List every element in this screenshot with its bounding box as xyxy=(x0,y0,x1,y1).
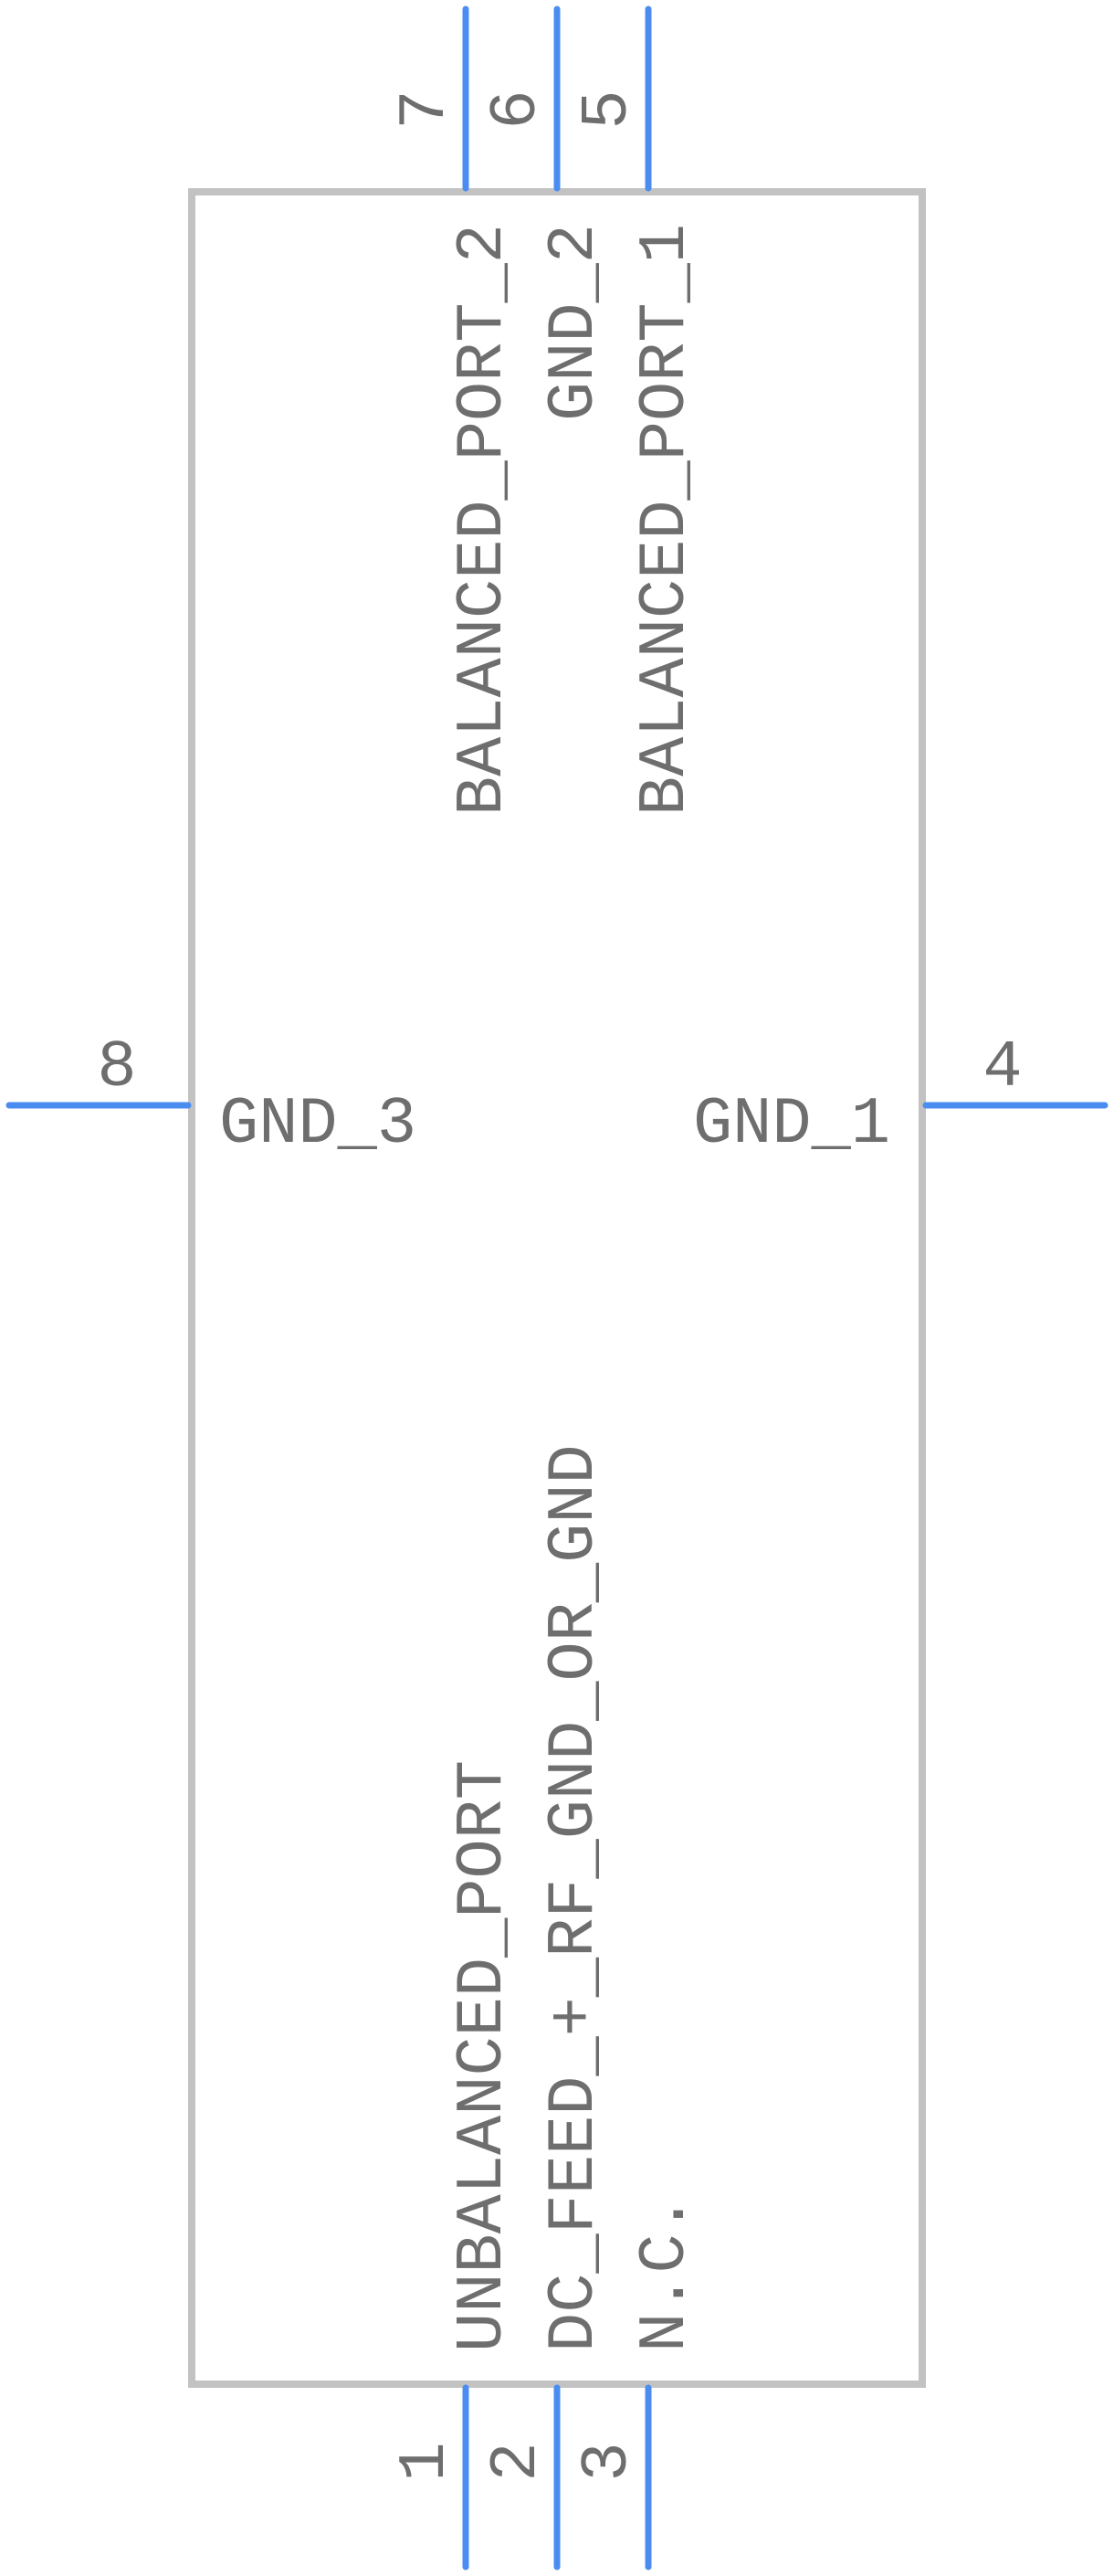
pin-number-4: 4 xyxy=(983,1030,1022,1105)
pin-name-1: UNBALANCED_PORT xyxy=(446,1760,520,2352)
pin-number-1: 1 xyxy=(388,2442,463,2481)
pin-name-8: GND_3 xyxy=(219,1087,416,1162)
pin-name-5: BALANCED_PORT_1 xyxy=(628,224,703,816)
pin-number-8: 8 xyxy=(97,1030,136,1105)
component-body xyxy=(188,188,926,2388)
pin-number-6: 6 xyxy=(479,90,554,129)
pin-name-4: GND_1 xyxy=(693,1087,890,1162)
pin-number-5: 5 xyxy=(571,90,646,129)
pin-name-6: GND_2 xyxy=(537,224,612,421)
pin-name-2: DC_FEED_+_RF_GND_OR_GND xyxy=(537,1444,612,2352)
pin-number-2: 2 xyxy=(479,2442,554,2481)
pin-name-3: N.C. xyxy=(628,2194,703,2352)
pin-number-7: 7 xyxy=(388,90,463,129)
pin-number-3: 3 xyxy=(571,2442,646,2481)
pin-name-7: BALANCED_PORT_2 xyxy=(446,224,520,816)
